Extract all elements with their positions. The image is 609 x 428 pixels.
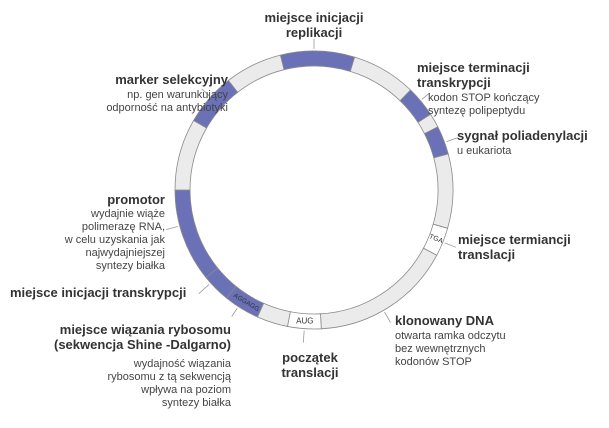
cloned-dna-desc: otwarta ramka odczytu bez wewnętrznych k… <box>395 330 506 369</box>
cloned-dna-label: klonowany DNA <box>395 313 494 328</box>
leader-line <box>198 284 210 295</box>
leader-line <box>384 311 391 323</box>
desc-line: bez wewnętrznych <box>395 343 486 355</box>
desc-line: np. gen warunkujący <box>127 89 228 101</box>
desc-line: wydajnie wiąże <box>91 208 165 220</box>
label-line: klonowany DNA <box>395 313 494 328</box>
desc-line: wpływa na poziom <box>141 384 231 396</box>
transcription-termination-desc: kodon STOP kończący syntezę polipeptydu <box>428 92 540 118</box>
label-line: miejsce wiązania rybosomu <box>59 322 231 337</box>
desc-line: kodonów STOP <box>395 356 472 368</box>
desc-line: syntezy białka <box>95 260 165 272</box>
label-line: replikacji <box>285 25 343 40</box>
selection-marker-label: marker selekcyjny <box>60 72 228 87</box>
leader-line <box>446 137 458 143</box>
desc-line: wydajność wiązania <box>133 358 231 370</box>
desc-line: rybosomu z tą sekwencją <box>107 371 232 383</box>
label-line: marker selekcyjny <box>115 72 228 87</box>
leader-line <box>302 330 305 343</box>
ribosome-binding-desc: wydajność wiązania rybosomu z tą sekwenc… <box>60 358 232 410</box>
desc-line: w celu uzyskania jak <box>64 234 165 246</box>
desc-line: otwarta ramka odczytu <box>395 330 506 342</box>
desc-line: u eukariota <box>457 145 512 157</box>
label-line: miejsce inicjacji <box>264 10 364 25</box>
label-line: początek <box>282 350 338 365</box>
desc-line: kodon STOP kończący <box>428 92 540 104</box>
label-line: miejsce termiancji <box>458 232 571 247</box>
leader-line <box>421 92 430 100</box>
desc-line: najwydajniejszej <box>85 247 166 259</box>
ribosome-binding-label: miejsce wiązania rybosomu (sekwencja Shi… <box>20 322 231 352</box>
replication-origin-label: miejsce inicjacji replikacji <box>244 10 384 40</box>
leader-line <box>166 226 178 230</box>
desc-line: syntezy białka <box>161 397 231 409</box>
leader-line <box>231 308 238 317</box>
transcription-termination-label: miejsce terminacji transkrypcji <box>417 60 530 90</box>
label-line: translacji <box>458 247 516 262</box>
label-line: promotor <box>107 192 165 207</box>
backbone-segment <box>349 56 412 102</box>
polyadenylation-desc: u eukariota <box>457 145 511 158</box>
backbone-segment <box>432 153 454 229</box>
label-line: miejsce inicjacji transkrypcji <box>10 285 187 300</box>
label-line: translacji <box>281 365 339 380</box>
desc-line: odporność na antybiotyki <box>106 102 228 114</box>
label-line: sygnał poliadenylacji <box>457 128 588 143</box>
translation-start-label: początek translacji <box>265 350 355 380</box>
label-line: transkrypcji <box>417 75 491 90</box>
translation-termination-label: miejsce termiancji translacji <box>458 232 571 262</box>
selection-marker-desc: np. gen warunkujący odporność na antybio… <box>40 89 228 115</box>
transcription-start-label: miejsce inicjacji transkrypcji <box>10 285 186 300</box>
label-line: miejsce terminacji <box>417 60 530 75</box>
desc-line: polimerazę RNA, <box>81 221 165 233</box>
label-line: (sekwencja Shine -Dalgarno) <box>54 337 231 352</box>
backbone-segment <box>174 119 208 191</box>
promoter-desc: wydajnie wiąże polimerazę RNA, w celu uz… <box>40 208 165 273</box>
replication-origin-segment <box>279 50 356 72</box>
polyadenylation-segment <box>423 126 449 159</box>
polyadenylation-label: sygnał poliadenylacji <box>457 128 588 143</box>
leader-line <box>201 88 210 96</box>
promoter-label: promotor <box>40 192 165 207</box>
backbone-segment <box>227 54 285 93</box>
promoter-segment <box>174 189 219 279</box>
start-codon-text: AUG <box>296 317 313 326</box>
desc-line: syntezę polipeptydu <box>428 105 526 117</box>
leader-line <box>444 242 457 248</box>
